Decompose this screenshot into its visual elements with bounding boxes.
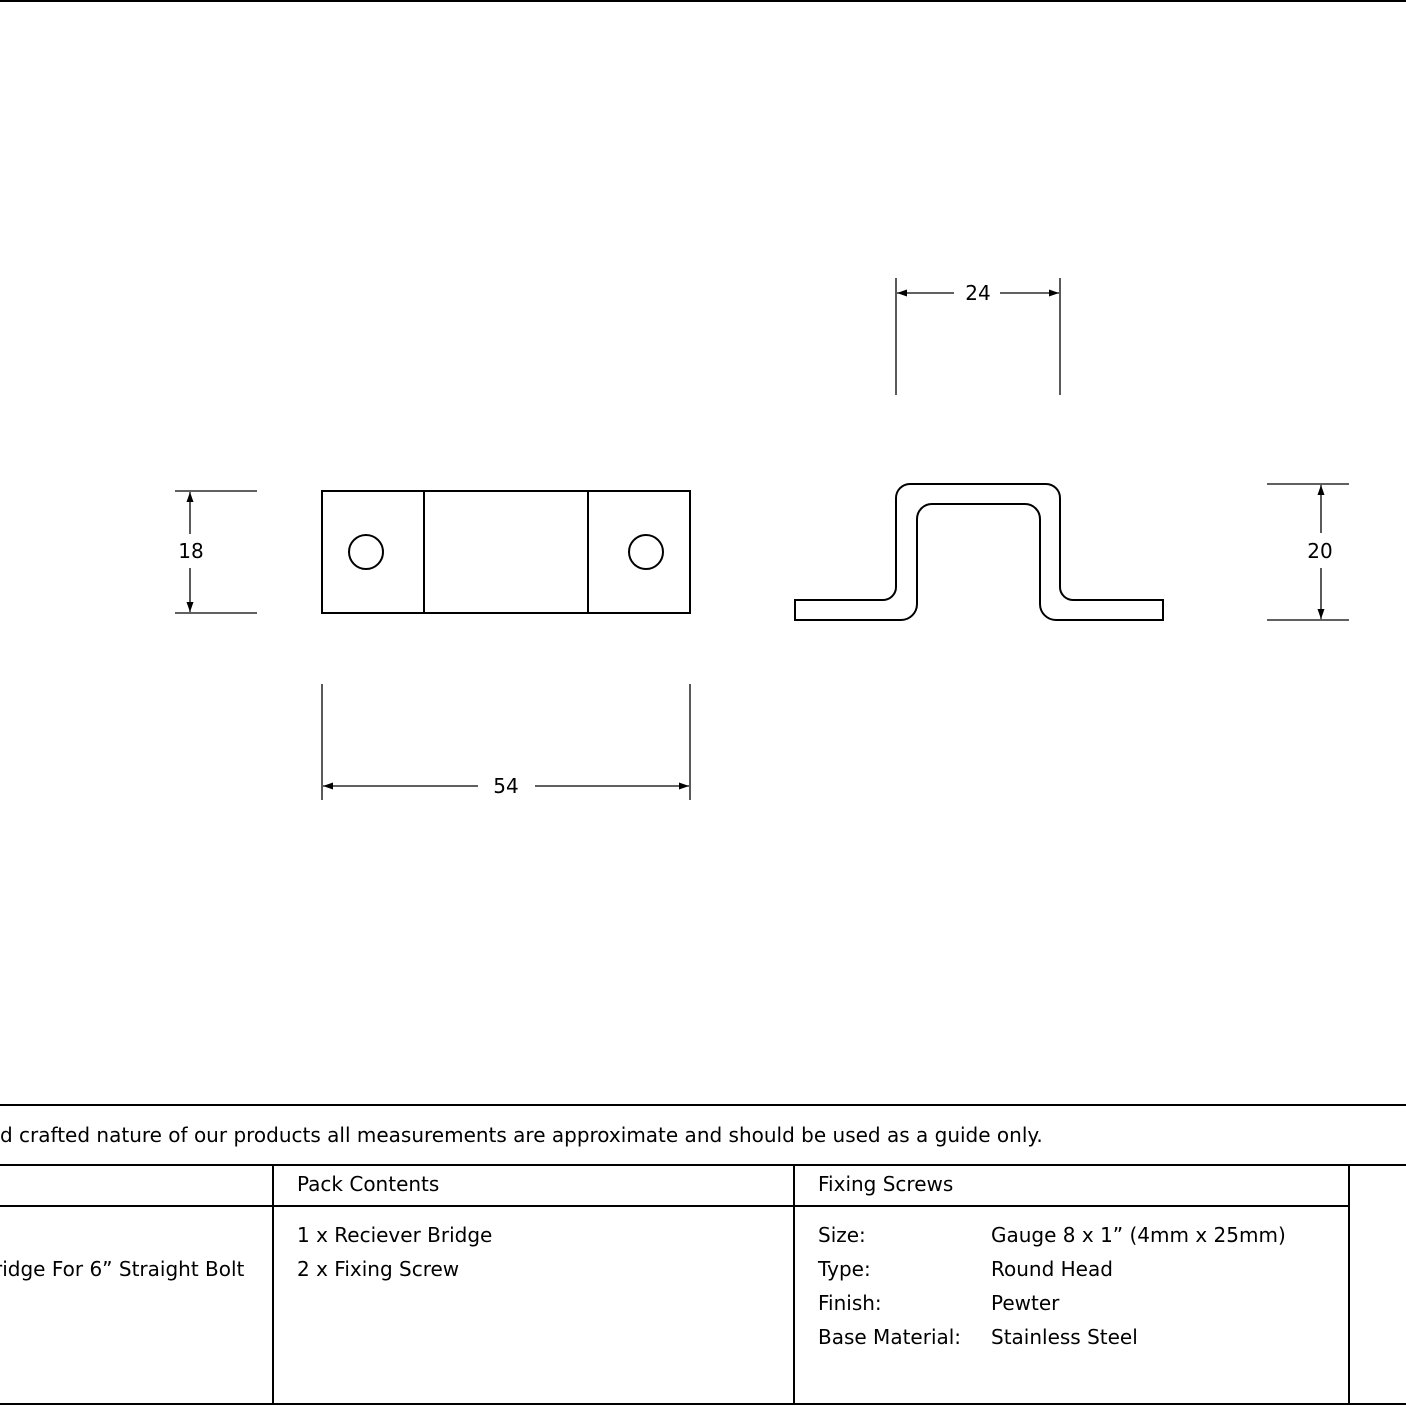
dimension-right-height-label: 20 — [1307, 539, 1332, 563]
dimension-bottom-length — [321, 684, 691, 800]
dimension-left-height — [175, 490, 257, 614]
side-view-bridge-profile — [794, 483, 1164, 621]
pack-contents-item: 2 x Fixing Screw — [297, 1257, 460, 1281]
plate-outline — [321, 490, 691, 614]
pack-contents-header: Pack Contents — [297, 1172, 440, 1196]
fixing-screw-size-value: Gauge 8 x 1” (4mm x 25mm) — [991, 1223, 1286, 1247]
top-view-plate — [321, 490, 691, 614]
fixing-screws-header: Fixing Screws — [818, 1172, 954, 1196]
dimension-left-height-label: 18 — [178, 539, 203, 563]
pack-contents-item: 1 x Reciever Bridge — [297, 1223, 493, 1247]
dimension-top-width-label: 24 — [965, 281, 990, 305]
dimension-top-width — [895, 278, 1061, 395]
fixing-screw-size-label: Size: — [818, 1223, 866, 1247]
dimension-bottom-length-label: 54 — [493, 774, 518, 798]
fixing-screw-finish-value: Pewter — [991, 1291, 1060, 1315]
screw-hole-right — [628, 534, 664, 570]
fixing-screw-type-value: Round Head — [991, 1257, 1113, 1281]
fixing-screw-material-value: Stainless Steel — [991, 1325, 1138, 1349]
dimension-right-height — [1267, 483, 1349, 621]
fixing-screw-type-label: Type: — [818, 1257, 871, 1281]
fixing-screw-material-label: Base Material: — [818, 1325, 962, 1349]
product-name-cell: ridge For 6” Straight Bolt — [0, 1257, 245, 1281]
fixing-screw-finish-label: Finish: — [818, 1291, 882, 1315]
screw-hole-left — [348, 534, 384, 570]
disclaimer-text: d crafted nature of our products all mea… — [0, 1123, 1043, 1147]
